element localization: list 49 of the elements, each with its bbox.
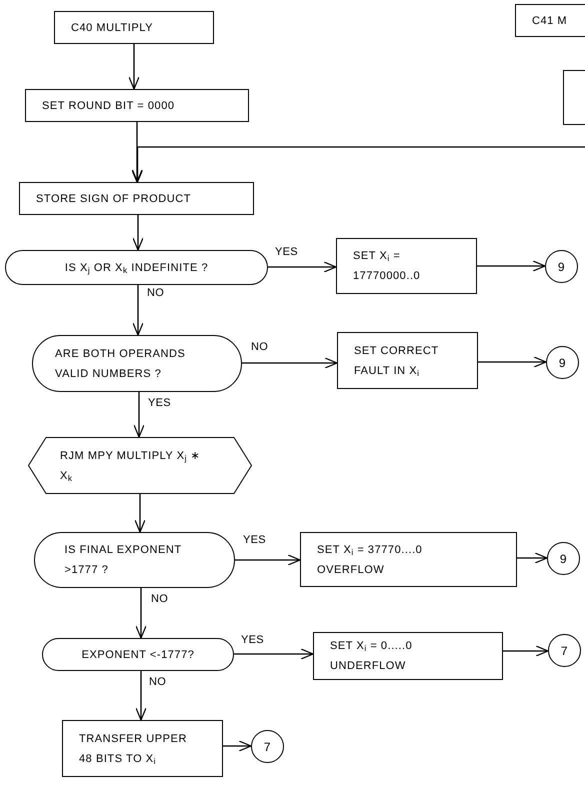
node-text: 7 xyxy=(264,738,272,756)
arrow xyxy=(135,671,147,721)
node-text: TRANSFER UPPER 48 BITS TO X$_{i}$ xyxy=(79,732,188,768)
node-text: SET X$_{i}$ = 17770000..0 xyxy=(353,249,422,284)
arrow xyxy=(242,357,338,369)
process-box xyxy=(25,89,249,122)
node-text: SET X$_{i}$ = 37770....0 OVERFLOW xyxy=(317,542,424,578)
arrow xyxy=(234,648,314,660)
process-box xyxy=(54,11,214,44)
arrow xyxy=(517,552,548,564)
node-text: ARE BOTH OPERANDS VALID NUMBERS ? xyxy=(55,346,186,382)
arrow xyxy=(235,554,301,566)
node-text: SET ROUND BIT = 0000 xyxy=(42,98,175,114)
arrow xyxy=(268,261,337,273)
node-text: SET X$_{i}$ = 0.....0 UNDERFLOW xyxy=(330,639,414,674)
subroutine-hexagon xyxy=(28,437,252,494)
node-text: STORE SIGN OF PRODUCT xyxy=(36,192,191,206)
arrow xyxy=(223,740,252,752)
process-box xyxy=(337,332,478,389)
node-text: 9 xyxy=(558,354,566,372)
node-text: 9 xyxy=(558,258,566,276)
arrow xyxy=(132,146,585,183)
decision-terminal xyxy=(42,638,234,671)
node-text: C41 M xyxy=(532,14,568,28)
arrow xyxy=(128,44,140,90)
node-text: SET CORRECT FAULT IN X$_{i}$ xyxy=(354,344,440,380)
node-text: IS FINAL EXPONENT >1777 ? xyxy=(64,543,182,578)
process-box xyxy=(62,720,223,777)
arrow xyxy=(503,645,549,657)
node-text: 9 xyxy=(560,550,568,568)
node-text: EXPONENT <-1777? xyxy=(82,648,194,662)
node-text: C40 MULTIPLY xyxy=(71,20,153,36)
arrow xyxy=(134,494,146,533)
decision-terminal xyxy=(5,250,268,285)
arrow xyxy=(133,392,145,438)
arrow xyxy=(135,588,147,639)
node-text: IS X$_{j}$ OR X$_{k}$ INDEFINITE ? xyxy=(64,260,208,277)
arrow xyxy=(131,122,143,183)
process-box xyxy=(313,632,503,680)
arrow xyxy=(132,215,144,251)
node-text: RJM MPY MULTIPLY X$_{j}$ ∗ X$_{k}$ xyxy=(60,448,202,485)
arrow xyxy=(132,285,144,336)
arrow xyxy=(477,260,546,272)
arrow xyxy=(478,356,547,368)
process-box xyxy=(300,532,517,587)
process-box xyxy=(19,182,254,215)
process-box xyxy=(336,238,477,294)
node-text: 7 xyxy=(560,642,568,660)
process-box xyxy=(515,4,585,37)
